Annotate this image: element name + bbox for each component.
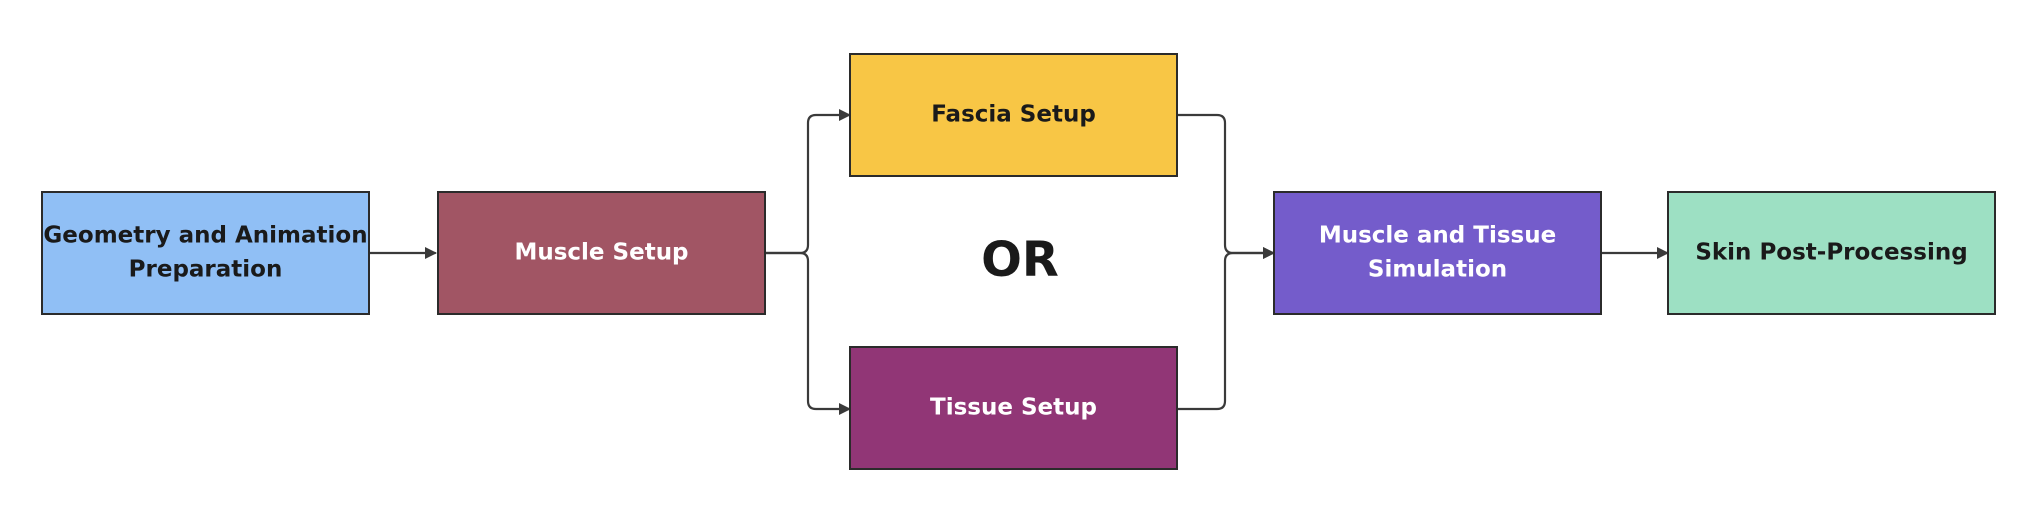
node-label-line: Muscle Setup bbox=[514, 240, 688, 266]
node-box bbox=[1667, 191, 1996, 315]
arrow-tissue-to-simulation bbox=[1175, 247, 1275, 411]
node-label-line: Preparation bbox=[129, 257, 283, 283]
node-label-line: Simulation bbox=[1368, 257, 1507, 283]
or-label: OR bbox=[981, 232, 1059, 288]
arrow-muscle-to-fascia bbox=[763, 109, 851, 255]
node-box bbox=[849, 346, 1178, 470]
arrow-muscle-to-tissue bbox=[763, 251, 851, 415]
node-muscle-setup: Muscle Setup bbox=[437, 191, 766, 315]
node-label-line: Geometry and Animation bbox=[43, 223, 367, 249]
node-skin-post-processing: Skin Post-Processing bbox=[1667, 191, 1996, 315]
node-label-line: Skin Post-Processing bbox=[1695, 240, 1967, 266]
node-box bbox=[1273, 191, 1602, 315]
node-fascia-setup: Fascia Setup bbox=[849, 53, 1178, 177]
node-tissue-setup: Tissue Setup bbox=[849, 346, 1178, 470]
node-box bbox=[437, 191, 766, 315]
arrow-fascia-to-simulation bbox=[1175, 113, 1275, 259]
node-label-line: Tissue Setup bbox=[930, 395, 1097, 421]
node-box bbox=[849, 53, 1178, 177]
connectors bbox=[367, 109, 1669, 415]
node-label-line: Muscle and Tissue bbox=[1319, 223, 1556, 249]
node-box bbox=[41, 191, 370, 315]
node-label-line: Fascia Setup bbox=[931, 102, 1096, 128]
